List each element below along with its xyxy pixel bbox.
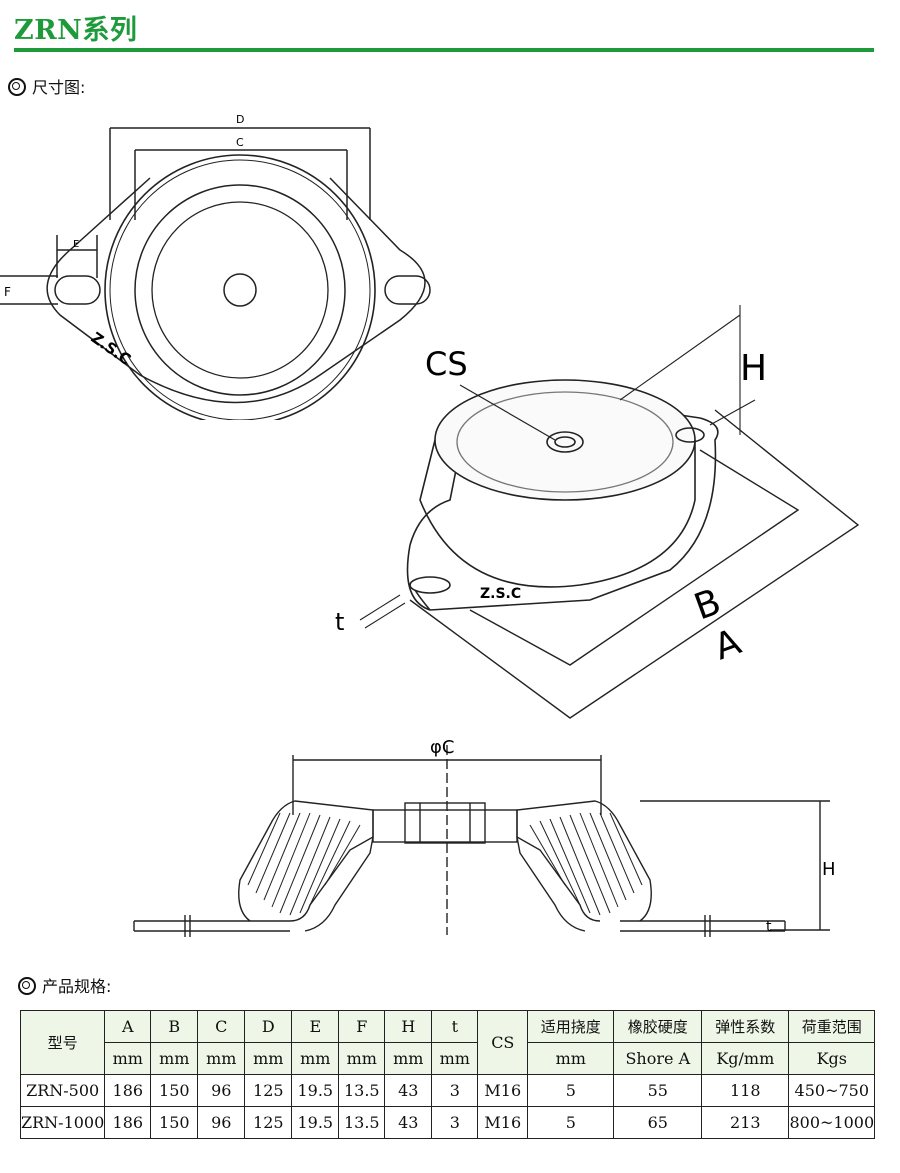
table-cell: 19.5 <box>291 1074 340 1107</box>
table-cell: 150 <box>150 1106 199 1139</box>
table-cell: 13.5 <box>338 1106 386 1139</box>
dim-c-label: C <box>236 136 244 149</box>
unit-cell: mm <box>291 1042 340 1075</box>
model-header: 型号 <box>19 1010 106 1075</box>
table-cell: 3 <box>431 1106 479 1139</box>
unit-cell: Kgs <box>788 1042 876 1075</box>
unit-cell: mm <box>150 1042 199 1075</box>
table-cell: 186 <box>104 1074 152 1107</box>
top-view-drawing: D C E F Z.S.C <box>0 113 431 420</box>
unit-cell: mm <box>338 1042 386 1075</box>
table-cell: 125 <box>244 1074 293 1107</box>
unit-cell: mm <box>431 1042 479 1075</box>
col-header: t <box>431 1010 479 1043</box>
dimensions-section: 尺寸图: <box>8 74 85 98</box>
table-cell: M16 <box>477 1074 529 1107</box>
col-header: A <box>104 1010 152 1043</box>
col-header: D <box>244 1010 293 1043</box>
brand-mark-iso: Z.S.C <box>480 586 521 602</box>
col-header: 橡胶硬度 <box>613 1010 703 1043</box>
col-header: B <box>150 1010 199 1043</box>
iso-cs-label: CS <box>425 345 468 383</box>
table-header-row: 型号 A B C D E F H t CS 适用挠度 橡胶硬度 弹性系数 荷重范… <box>19 1010 876 1075</box>
table-cell: 5 <box>527 1106 615 1139</box>
col-header: 荷重范围 <box>788 1010 876 1043</box>
col-header: 适用挠度 <box>527 1010 615 1043</box>
table-cell: 5 <box>527 1074 615 1107</box>
title-divider <box>14 48 874 52</box>
section-drawing: φC H t <box>133 737 836 937</box>
circle-bullet-icon <box>8 78 26 96</box>
table-cell: 43 <box>384 1074 433 1107</box>
iso-t-label: t <box>335 608 344 636</box>
table-cell: 13.5 <box>338 1074 386 1107</box>
col-header: E <box>291 1010 340 1043</box>
table-cell: 96 <box>197 1106 246 1139</box>
table-units-row: mm mm mm mm mm mm mm mm mm Shore A Kg/mm… <box>21 1042 876 1075</box>
specs-section: 产品规格: <box>18 973 111 997</box>
iso-a-label: A <box>709 621 747 668</box>
col-header: H <box>384 1010 433 1043</box>
table-cell: 55 <box>613 1074 703 1107</box>
col-header: 弹性系数 <box>701 1010 790 1043</box>
specs-label: 产品规格: <box>42 977 112 996</box>
unit-cell: mm <box>527 1042 615 1075</box>
circle-bullet-icon <box>18 977 36 995</box>
model-cell: ZRN-500 <box>19 1074 106 1107</box>
table-cell: 213 <box>701 1106 790 1139</box>
table-cell: 150 <box>150 1074 199 1107</box>
table-row: ZRN-500 186 150 96 125 19.5 13.5 43 3 M1… <box>19 1074 876 1107</box>
table-cell: 3 <box>431 1074 479 1107</box>
table-row: ZRN-1000 186 150 96 125 19.5 13.5 43 3 M… <box>19 1106 876 1139</box>
col-header: F <box>338 1010 386 1043</box>
unit-cell: mm <box>197 1042 246 1075</box>
table-cell: 96 <box>197 1074 246 1107</box>
unit-cell: mm <box>104 1042 152 1075</box>
iso-b-label: B <box>689 581 726 628</box>
table-cell: 19.5 <box>291 1106 340 1139</box>
iso-h-label: H <box>740 348 767 389</box>
table-cell: M16 <box>477 1106 529 1139</box>
dim-f-label: F <box>4 285 11 299</box>
section-t-label: t <box>766 919 772 935</box>
section-h-label: H <box>822 859 836 880</box>
dim-d-label: D <box>236 113 244 126</box>
cs-header: CS <box>477 1010 529 1075</box>
section-phi-c-label: φC <box>430 737 454 758</box>
table-cell: 43 <box>384 1106 433 1139</box>
table-cell: 118 <box>701 1074 790 1107</box>
spec-table: 型号 A B C D E F H t CS 适用挠度 橡胶硬度 弹性系数 荷重范… <box>19 1010 876 1139</box>
unit-cell: Kg/mm <box>701 1042 790 1075</box>
table-cell: 450~750 <box>788 1074 876 1107</box>
page-title: ZRN系列 <box>14 15 138 46</box>
model-cell: ZRN-1000 <box>19 1106 106 1139</box>
unit-cell: Shore A <box>613 1042 703 1075</box>
unit-cell: mm <box>384 1042 433 1075</box>
col-header: C <box>197 1010 246 1043</box>
table-cell: 125 <box>244 1106 293 1139</box>
table-cell: 186 <box>104 1106 152 1139</box>
unit-cell: mm <box>244 1042 293 1075</box>
dimensions-label: 尺寸图: <box>32 78 86 97</box>
dim-e-label: E <box>73 239 79 250</box>
table-cell: 800~1000 <box>788 1106 876 1139</box>
table-cell: 65 <box>613 1106 703 1139</box>
brand-mark-top: Z.S.C <box>88 329 134 369</box>
isometric-drawing: CS H t B A Z.S.C <box>335 305 860 719</box>
